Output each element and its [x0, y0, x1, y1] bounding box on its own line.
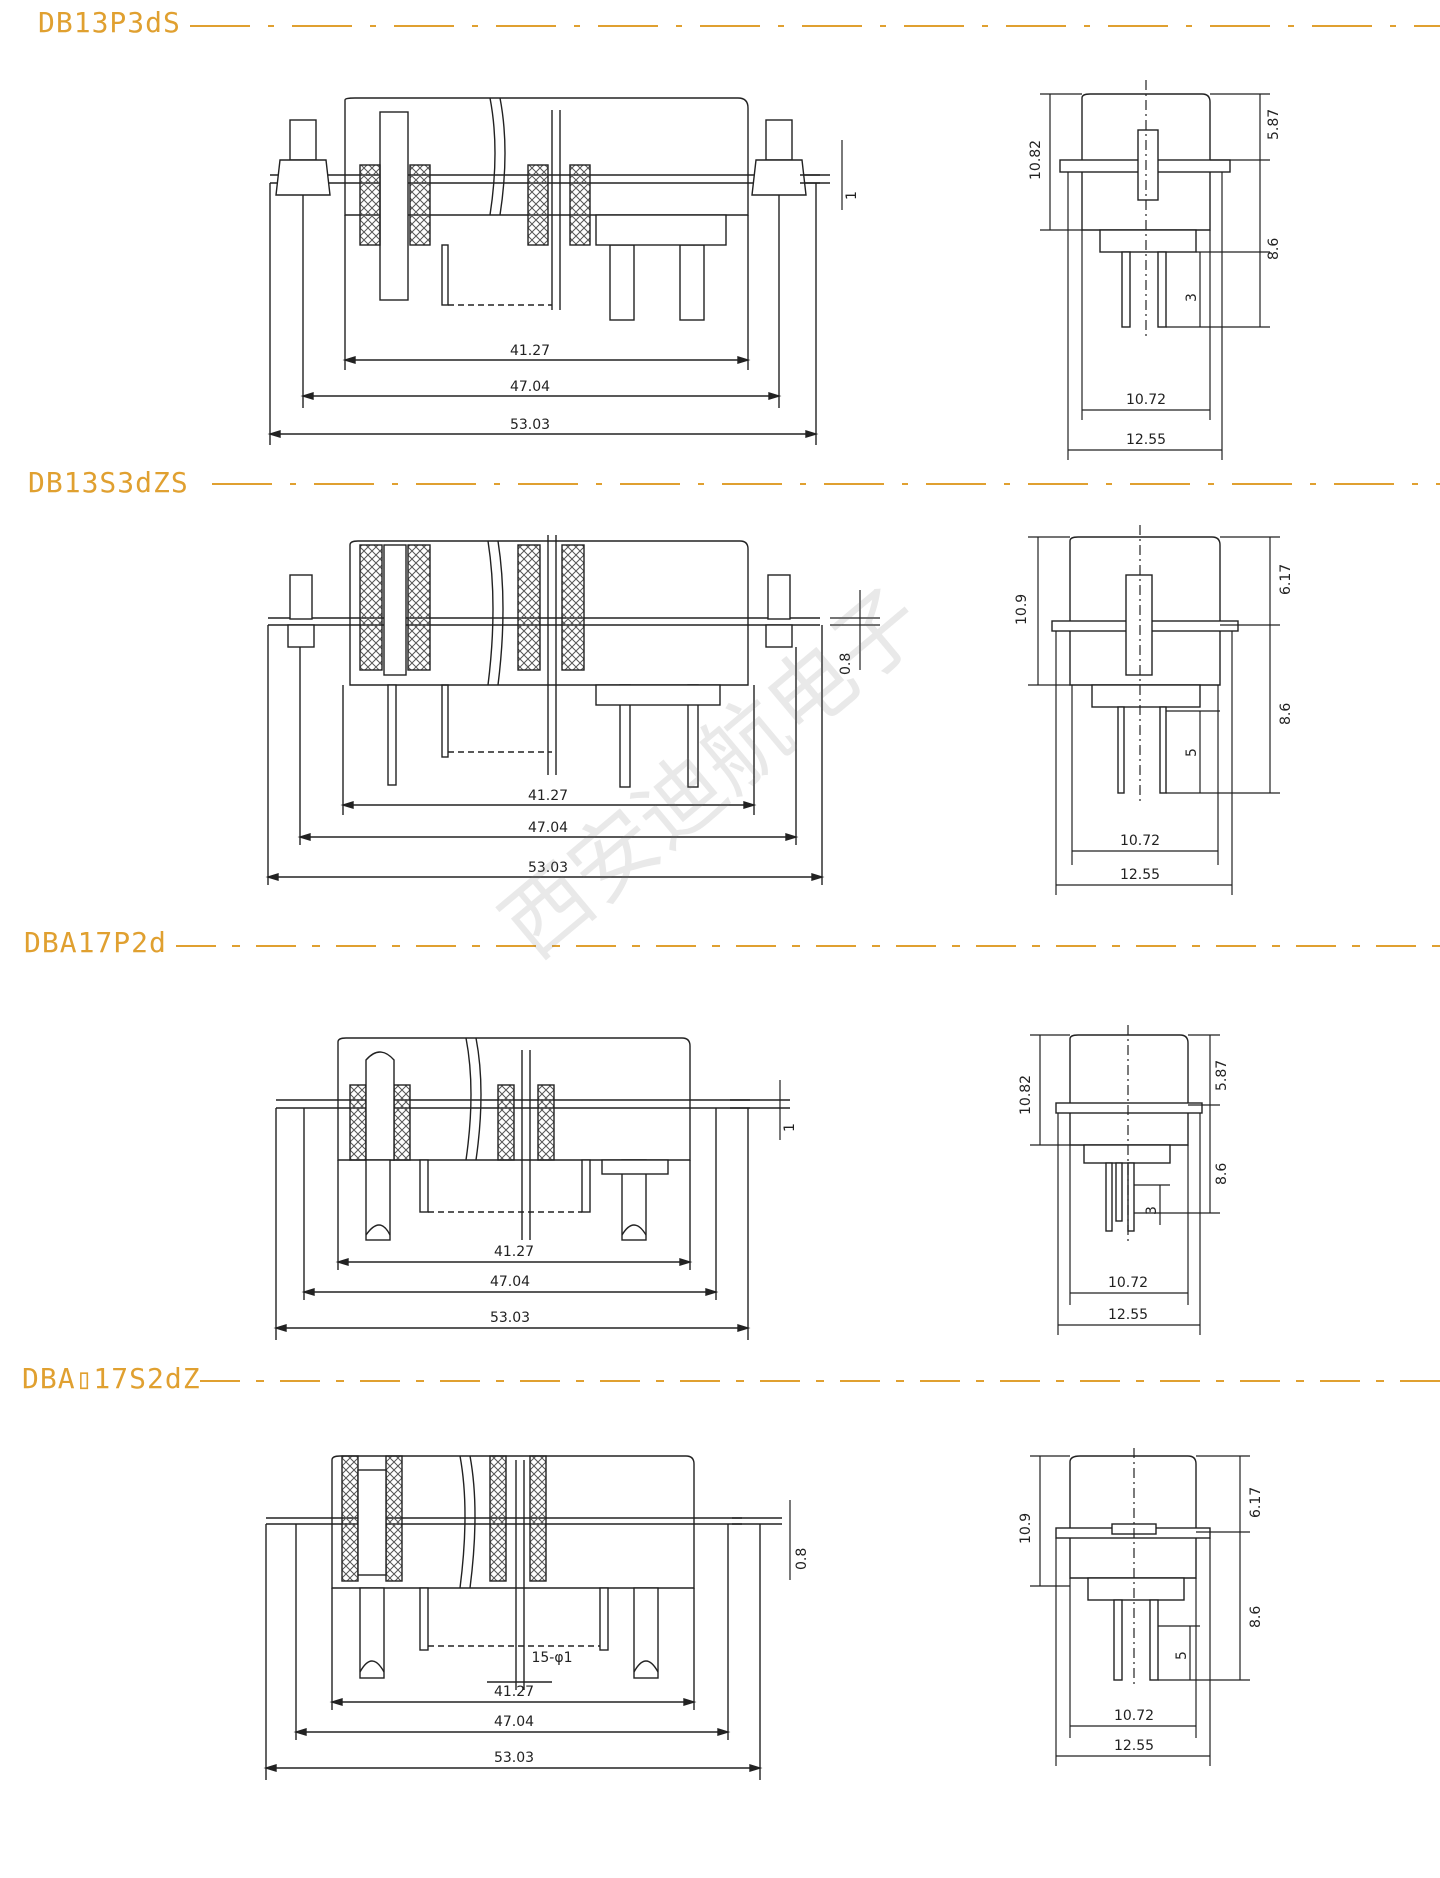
dim-flange-3: 1: [782, 1123, 798, 1132]
dim-top: 6.17: [1248, 1487, 1264, 1518]
dim-47-04: 47.04: [490, 1274, 530, 1290]
dim-53-03: 53.03: [494, 1750, 534, 1766]
dim-47-04: 47.04: [494, 1714, 534, 1730]
flange-dim-4: 0.8: [789, 1500, 810, 1580]
dim-bottom: 8.6: [1278, 703, 1294, 725]
front-view-4: 15-φ1 41.27 47.04 53.03: [263, 1455, 782, 1780]
flange-dim-1: 1: [841, 140, 860, 210]
dim-53-03: 53.03: [510, 417, 550, 433]
dim-outer: 12.55: [1126, 432, 1166, 448]
section-title-1: DB13P3dS: [38, 6, 181, 39]
side-view-1: 10.82 5.87 8.6 3 10.72 12.55: [1028, 80, 1282, 460]
dim-outer: 12.55: [1120, 867, 1160, 883]
side-view-4: 10.9 6.17 8.6 5 10.72 12.55: [1018, 1448, 1264, 1766]
section-title-2: DB13S3dZS: [28, 466, 189, 499]
dim-bottom: 8.6: [1248, 1606, 1264, 1628]
dim-bottom: 8.6: [1266, 238, 1282, 260]
dim-47-04: 47.04: [528, 820, 568, 836]
dim-top: 6.17: [1278, 564, 1294, 595]
dim-pin: 3: [1144, 1206, 1160, 1215]
dim-bottom: 8.6: [1214, 1163, 1230, 1185]
side-view-3: 10.82 5.87 8.6 3 10.72 12.55: [1018, 1025, 1230, 1335]
section-title-3: DBA17P2d: [24, 926, 167, 959]
dim-flange-4: 0.8: [794, 1548, 810, 1570]
dim-outer: 12.55: [1108, 1307, 1148, 1323]
dim-top: 5.87: [1214, 1060, 1230, 1091]
front-view-1: 41.27 47.04 53.03: [267, 97, 830, 445]
dim-inner: 10.72: [1126, 392, 1166, 408]
front-view-2: 41.27 47.04 53.03: [265, 535, 825, 885]
dim-inner: 10.72: [1114, 1708, 1154, 1724]
dim-inner: 10.72: [1108, 1275, 1148, 1291]
dim-pin: 5: [1184, 748, 1200, 757]
dim-41-27: 41.27: [494, 1684, 534, 1700]
dim-pin: 3: [1184, 293, 1200, 302]
section-title-4: DBA▯17S2dZ: [22, 1362, 201, 1395]
dim-height: 10.82: [1028, 140, 1044, 180]
dim-inner: 10.72: [1120, 833, 1160, 849]
dim-flange-1: 1: [844, 191, 860, 200]
front-view-3: 41.27 47.04 53.03: [273, 1037, 790, 1340]
dim-outer: 12.55: [1114, 1738, 1154, 1754]
dim-pin: 5: [1174, 1651, 1190, 1660]
dim-53-03: 53.03: [490, 1310, 530, 1326]
flange-dim-2: 0.8: [830, 590, 880, 675]
dim-47-04: 47.04: [510, 379, 550, 395]
dim-height: 10.82: [1018, 1075, 1034, 1115]
dim-53-03: 53.03: [528, 860, 568, 876]
dim-41-27: 41.27: [510, 343, 550, 359]
dim-height: 10.9: [1014, 594, 1030, 625]
pin-diameter-note: 15-φ1: [531, 1650, 572, 1666]
dim-top: 5.87: [1266, 109, 1282, 140]
side-view-2: 10.9 6.17 8.6 5 10.72 12.55: [1014, 525, 1294, 895]
dim-flange-2: 0.8: [838, 653, 854, 675]
dim-41-27: 41.27: [528, 788, 568, 804]
flange-dim-3: 1: [779, 1080, 798, 1140]
dim-41-27: 41.27: [494, 1244, 534, 1260]
dim-height: 10.9: [1018, 1513, 1034, 1544]
